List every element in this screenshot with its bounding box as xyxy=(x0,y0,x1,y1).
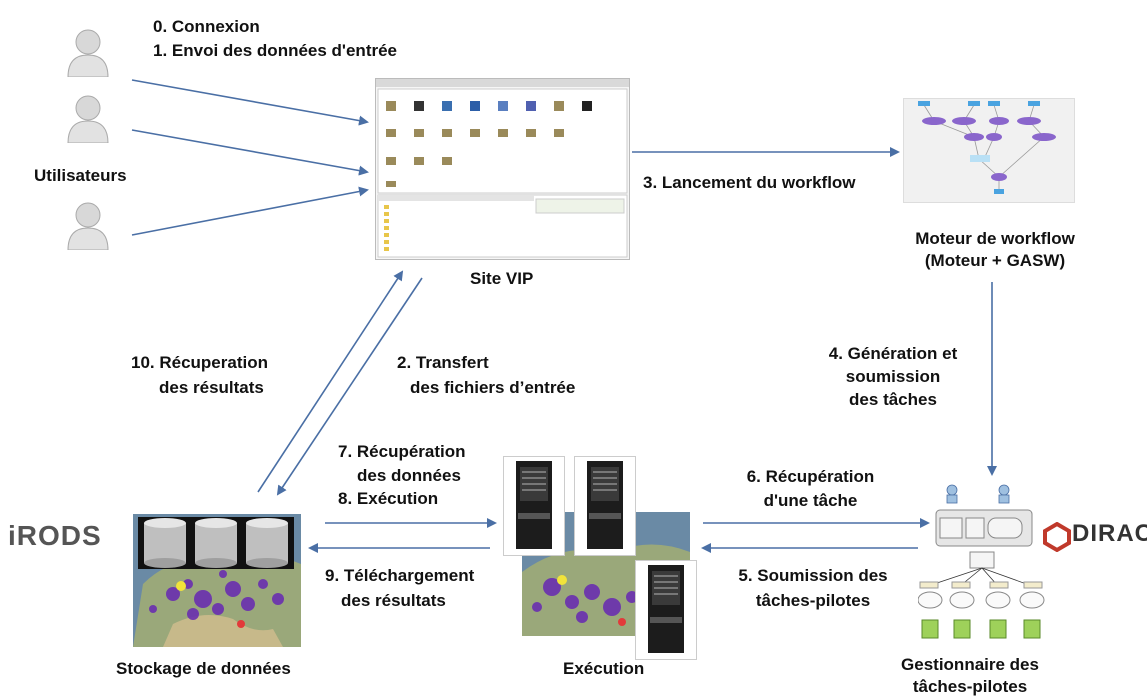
step-1-label: 1. Envoi des données d'entrée xyxy=(153,41,398,60)
execution-label: Exécution xyxy=(563,659,645,678)
step-5-label-b: tâches-pilotes xyxy=(755,591,871,610)
arrow-user3-to-site xyxy=(131,186,369,236)
server-icon-2 xyxy=(574,456,636,556)
users-label: Utilisateurs xyxy=(34,166,127,185)
step-0-label: 0. Connexion xyxy=(153,17,260,36)
engine-label-b: (Moteur + GASW) xyxy=(924,251,1066,270)
site-vip-label: Site VIP xyxy=(470,269,534,288)
manager-label-b: tâches-pilotes xyxy=(912,677,1028,696)
step-2-label-a: 2. Transfert xyxy=(397,353,489,372)
step-3-label: 3. Lancement du workflow xyxy=(643,173,856,192)
engine-label-a: Moteur de workflow xyxy=(915,229,1075,248)
storage-label: Stockage de données xyxy=(116,659,291,678)
step-4-label-a: 4. Génération et xyxy=(828,344,958,363)
user-icon-1 xyxy=(66,27,110,78)
step-7-label-b: des données xyxy=(357,466,461,485)
arrow-storage-to-site xyxy=(257,270,404,493)
step-10-label-a: 10. Récuperation xyxy=(131,353,268,372)
step-6-label-b: d'une tâche xyxy=(763,491,858,510)
step-4-label-b: soumission xyxy=(845,367,941,386)
pilot-manager-diagram xyxy=(917,474,1048,646)
dirac-logo-text: DIRAC xyxy=(1072,520,1147,547)
user-icon-3 xyxy=(66,200,110,251)
arrow-user2-to-site xyxy=(131,129,369,176)
manager-label-a: Gestionnaire des xyxy=(901,655,1039,674)
step-6-label-a: 6. Récupération xyxy=(746,467,875,486)
step-8-label: 8. Exécution xyxy=(338,489,439,508)
arrow-site-to-storage xyxy=(276,277,423,496)
workflow-graph xyxy=(903,98,1075,203)
server-icon-1 xyxy=(503,456,565,556)
step-2-label-b: des fichiers d’entrée xyxy=(410,378,576,397)
irods-logo: iRODS xyxy=(8,520,102,551)
step-10-label-b: des résultats xyxy=(159,378,264,397)
step-5-label-a: 5. Soumission des xyxy=(738,566,888,585)
dirac-hexagon-icon xyxy=(1043,522,1071,552)
user-icon-2 xyxy=(66,93,110,144)
vip-site-screenshot xyxy=(375,78,630,260)
step-7-label-a: 7. Récupération xyxy=(338,442,466,461)
database-icon xyxy=(138,517,294,569)
step-9-label-b: des résultats xyxy=(341,591,446,610)
arrow-user1-to-site xyxy=(131,79,369,126)
step-9-label-a: 9. Téléchargement xyxy=(325,566,475,585)
server-icon-3 xyxy=(635,560,697,660)
step-4-label-c: des tâches xyxy=(849,390,937,409)
